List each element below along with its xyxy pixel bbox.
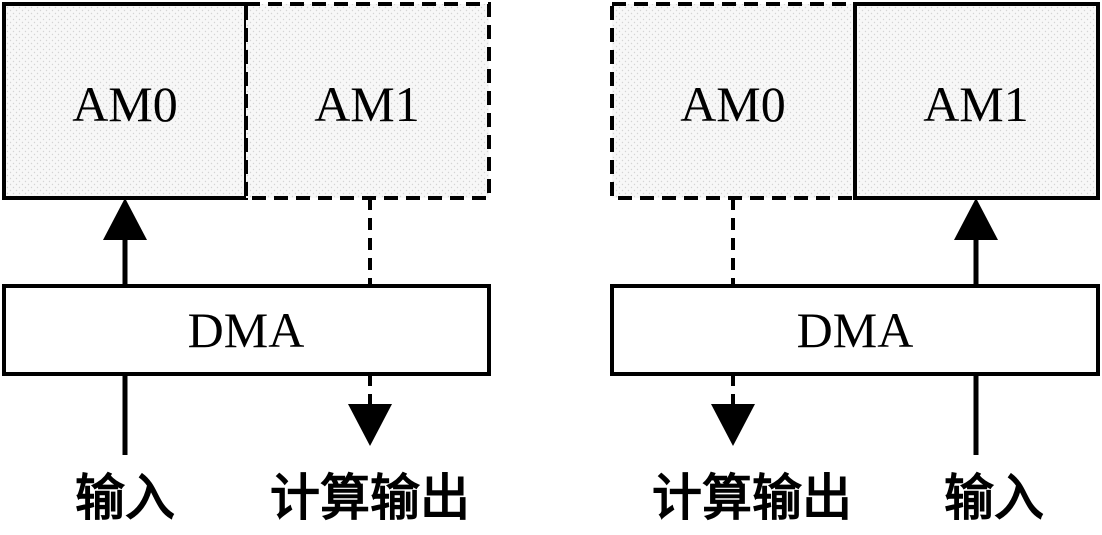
right-dma-label: DMA: [797, 302, 914, 358]
right-compute-output-arrow: [711, 374, 755, 446]
right-am0-label: AM0: [680, 76, 786, 132]
left-am1-box: AM1: [244, 2, 491, 200]
right-compute-output-label: 计算输出: [652, 469, 852, 527]
right-input-label: 输入: [944, 469, 1044, 527]
left-compute-output-arrow: [348, 374, 392, 446]
right-panel: AM0 AM1 DMA 计算输出 输入: [610, 2, 1100, 527]
left-input-label: 输入: [75, 469, 175, 527]
left-am0-box: AM0: [2, 2, 248, 200]
right-am1-label: AM1: [923, 76, 1029, 132]
left-dma-box: DMA: [2, 284, 491, 376]
left-dma-to-am0-arrow: [103, 198, 147, 286]
left-dma-label: DMA: [188, 302, 305, 358]
right-dma-to-am1-arrow: [954, 198, 998, 286]
right-am0-box: AM0: [610, 2, 857, 200]
right-dma-box: DMA: [610, 284, 1100, 376]
left-panel: AM0 AM1 DMA 输入 计算输出: [2, 2, 491, 527]
left-compute-output-label: 计算输出: [270, 469, 470, 527]
left-am1-label: AM1: [314, 76, 420, 132]
right-am1-box: AM1: [853, 2, 1100, 200]
left-am0-label: AM0: [72, 76, 178, 132]
